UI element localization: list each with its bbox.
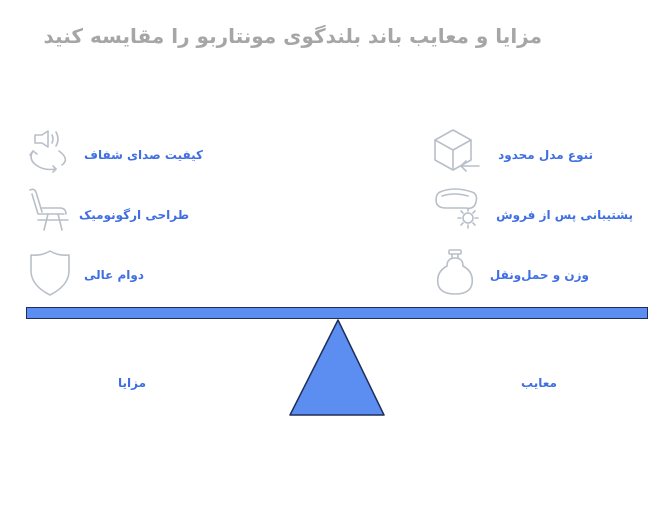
cons-label: معایب (521, 376, 557, 390)
kettlebell-icon (432, 248, 478, 298)
pros-label: مزایا (118, 376, 147, 390)
cons-item-label: وزن و حمل‌ونقل (489, 268, 589, 282)
shield-icon (28, 248, 72, 298)
pros-item-label: کیفیت صدای شفاف (84, 148, 203, 162)
box-arrow-icon (431, 126, 483, 176)
seesaw-beam (26, 307, 648, 319)
vr-headset-gear-icon (432, 186, 484, 234)
speaker-sound-icon (26, 129, 72, 175)
chair-icon (24, 186, 72, 236)
pros-item-label: طراحی ارگونومیک (78, 208, 189, 222)
cons-item-label: تنوع مدل محدود (498, 148, 593, 162)
seesaw-fulcrum (288, 318, 388, 422)
pros-item-label: دوام عالی (83, 268, 144, 282)
cons-item-label: پشتیبانی پس از فروش (496, 208, 633, 222)
page-title: مزایا و معایب باند بلندگوی مونتاربو را م… (43, 24, 543, 48)
